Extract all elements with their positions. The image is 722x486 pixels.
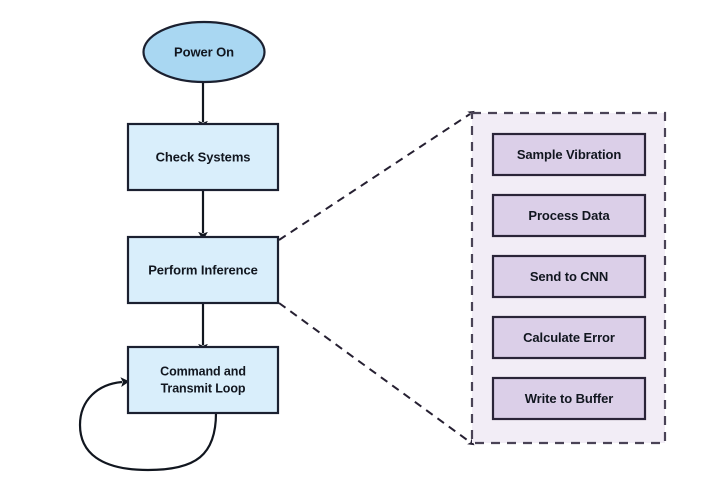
group-step-label: Sample Vibration [517, 147, 622, 162]
flow-node-label: Check Systems [156, 149, 251, 164]
group-step-send-to-cnn[interactable]: Send to CNN [491, 254, 647, 299]
flow-node-check-systems[interactable]: Check Systems [126, 122, 280, 192]
group-step-write-to-buffer[interactable]: Write to Buffer [491, 376, 647, 421]
flow-node-label: Perform Inference [148, 262, 258, 277]
group-step-sample-vibration[interactable]: Sample Vibration [491, 132, 647, 177]
flow-node-label-line1: Command and [160, 364, 246, 378]
flow-node-perform-inference[interactable]: Perform Inference [126, 235, 280, 305]
flow-node-command-transmit-loop[interactable]: Command and Transmit Loop [126, 345, 280, 415]
dashed-callout-bottom [278, 302, 475, 446]
group-step-label: Process Data [528, 208, 610, 223]
dashed-callout-top [278, 110, 475, 241]
group-step-label: Write to Buffer [525, 391, 614, 406]
group-step-process-data[interactable]: Process Data [491, 193, 647, 238]
group-step-label: Calculate Error [523, 330, 615, 345]
group-step-calculate-error[interactable]: Calculate Error [491, 315, 647, 360]
flow-node-label-line2: Transmit Loop [161, 381, 246, 395]
flow-node-label: Power On [174, 44, 234, 59]
group-step-label: Send to CNN [530, 269, 608, 284]
connector-command-loop-self-loop [78, 377, 218, 472]
flow-node-power-on[interactable]: Power On [142, 20, 266, 84]
